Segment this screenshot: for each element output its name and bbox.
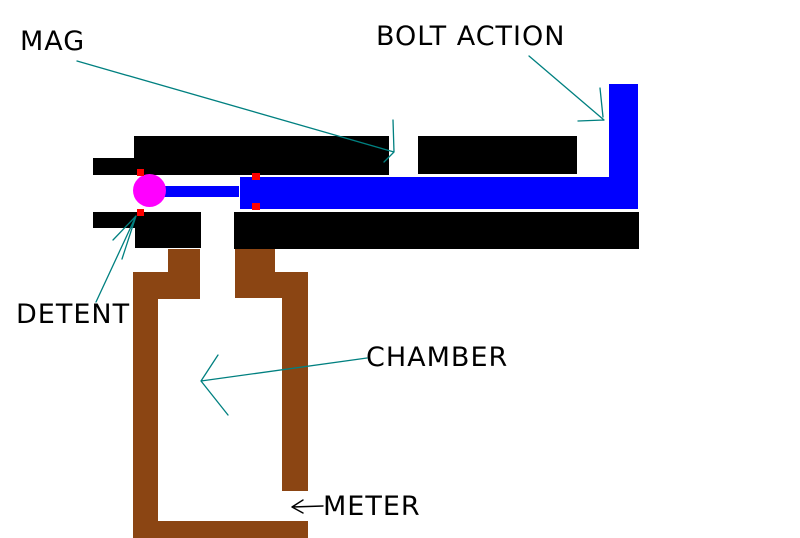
upper-receiver-bar-left: [134, 136, 389, 175]
meter-arrow: [291, 499, 324, 514]
lower-receiver-left-cap: [93, 212, 135, 228]
bolt-rod: [163, 186, 239, 197]
bolt-body: [240, 177, 638, 209]
detent-dot-upper-left: [137, 169, 144, 176]
chamber-left-stub: [168, 249, 200, 272]
bolt-action-arrow: [528, 55, 605, 122]
chamber-left-wall: [133, 299, 158, 538]
label-mag: MAG: [20, 26, 86, 57]
bolt-handle: [609, 84, 638, 209]
detent-dot-upper-mid: [252, 173, 260, 180]
label-chamber: CHAMBER: [366, 342, 509, 373]
lower-receiver-bar-right: [234, 212, 639, 249]
label-meter: METER: [323, 491, 421, 522]
detent-dot-lower-left: [137, 209, 144, 216]
chamber-right-stub: [235, 249, 275, 272]
upper-receiver-left-cap: [93, 158, 135, 175]
detent-arrow: [95, 215, 137, 303]
chamber-right-flange: [235, 272, 308, 298]
detent-dot-lower-mid: [252, 203, 260, 210]
ball: [133, 174, 166, 207]
label-bolt-action: BOLT ACTION: [376, 21, 566, 52]
label-detent: DETENT: [16, 299, 131, 330]
lower-receiver-bar-left: [135, 212, 201, 248]
chamber-right-wall: [282, 298, 308, 491]
chamber-bottom: [133, 521, 308, 538]
upper-receiver-bar-right: [418, 136, 577, 174]
chamber-left-flange: [133, 272, 200, 299]
